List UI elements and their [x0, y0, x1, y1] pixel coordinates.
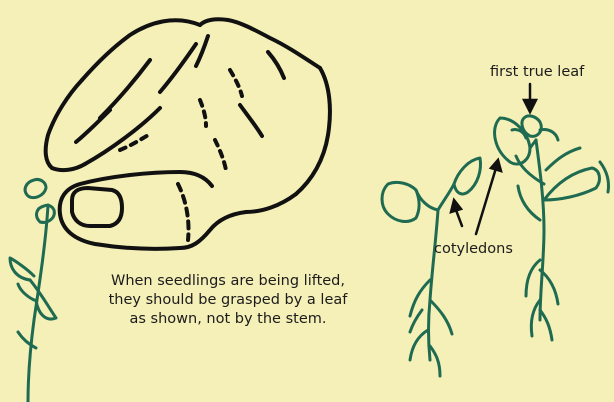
caption: When seedlings are being lifted, they sh… — [80, 272, 376, 329]
caption-line-1: When seedlings are being lifted, — [80, 272, 376, 291]
arrow-true-leaf-head — [524, 100, 536, 112]
hand-drawing — [46, 19, 330, 249]
held-seedling — [10, 179, 56, 402]
annotation-arrows — [451, 84, 536, 234]
true-leaf-seedling — [495, 116, 609, 340]
cotyledons-label: cotyledons — [434, 241, 513, 257]
cotyledon-seedling — [382, 158, 481, 376]
arrow-cotyledon-right-head — [491, 160, 501, 171]
caption-line-3: as shown, not by the stem. — [80, 310, 376, 329]
first-true-leaf-label: first true leaf — [490, 64, 584, 80]
caption-line-2: they should be grasped by a leaf — [80, 291, 376, 310]
arrow-cotyledon-left-head — [451, 200, 461, 212]
arrow-cotyledon-left — [456, 210, 462, 226]
